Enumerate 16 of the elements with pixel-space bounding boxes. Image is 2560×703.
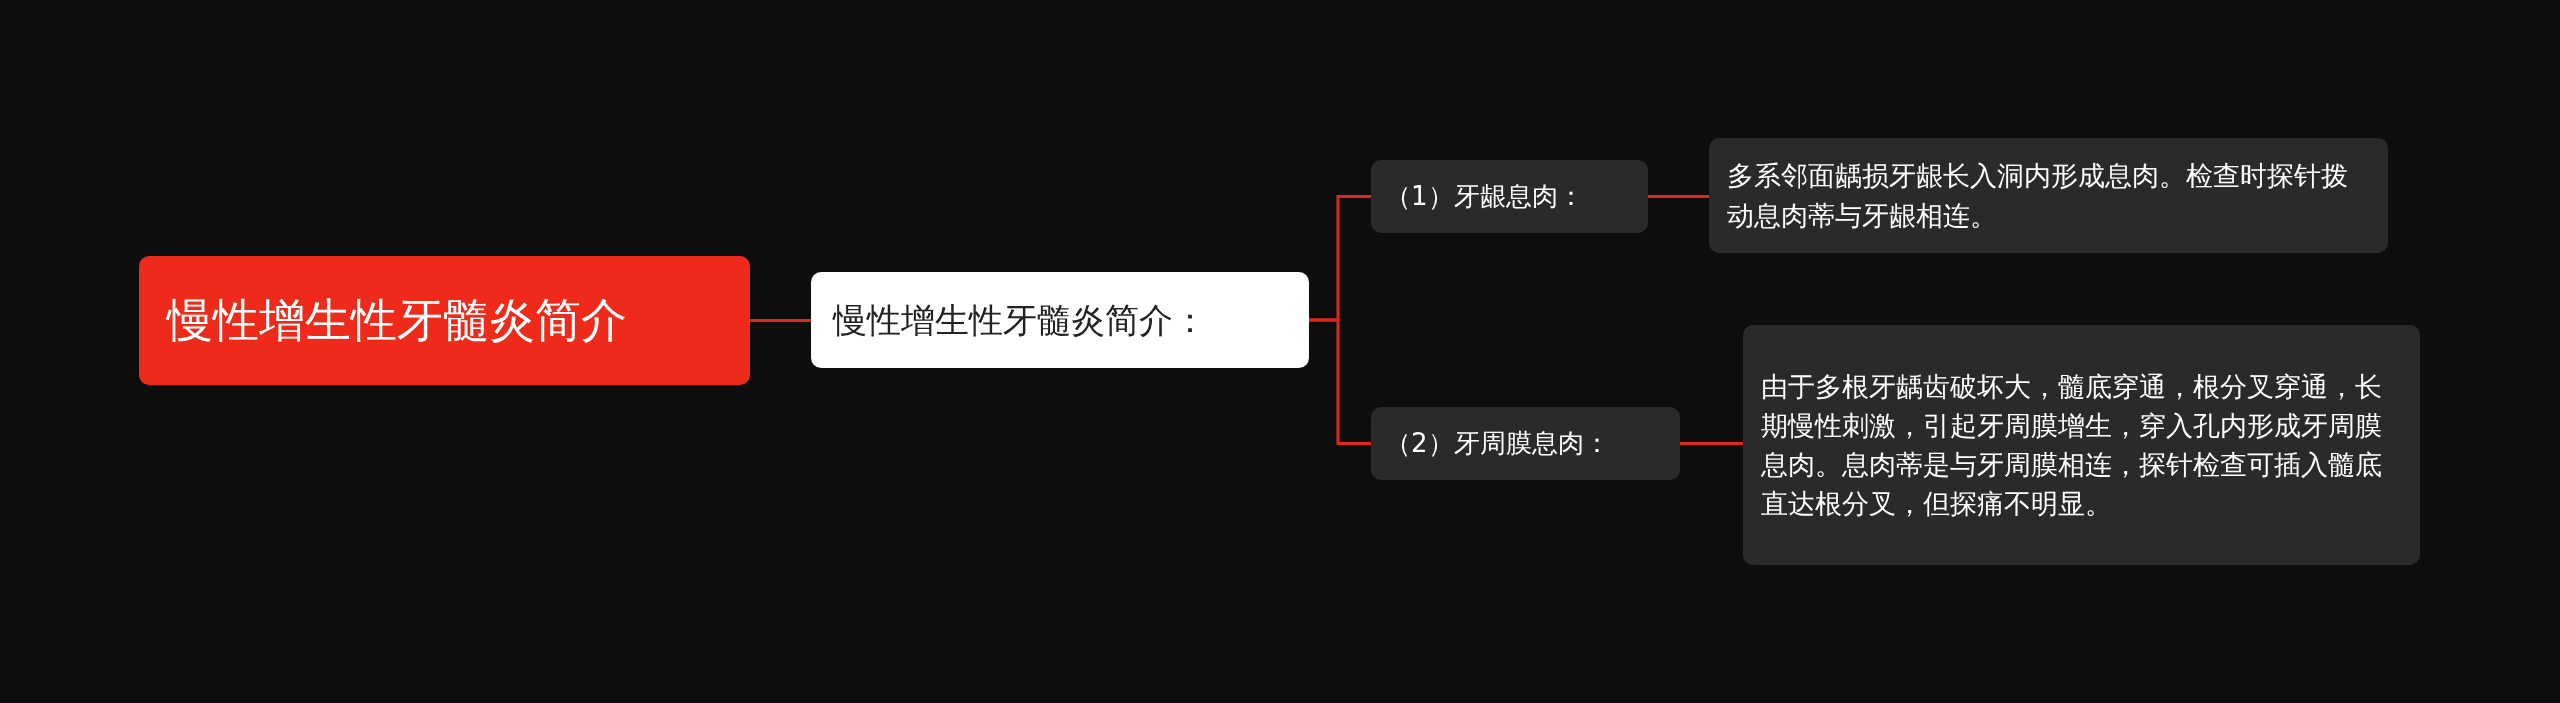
connector-line [750, 319, 811, 322]
node-text: 多系邻面龋损牙龈长入洞内形成息肉。检查时探针拨动息肉蒂与牙龈相连。 [1727, 159, 2349, 233]
node-text: （1）牙龈息肉： [1385, 179, 1584, 213]
node-text: （2）牙周膜息肉： [1385, 426, 1610, 460]
connector-line [1680, 442, 1743, 445]
root-topic-box [139, 256, 750, 385]
node-text: 由于多根牙龋齿破坏大，髓底穿通，根分叉穿通，长期慢性刺激，引起牙周膜增生，穿入孔内形成牙周膜息肉。息肉蒂是与牙周膜相连，探针检查可插入髓底直达根分叉，但探痛不明显。 [1761, 369, 2383, 522]
node-text: 慢性增生性牙髓炎简介 [167, 292, 627, 349]
node-text: 慢性增生性牙髓炎简介： [833, 299, 1207, 341]
subtopic-box [1371, 160, 1648, 233]
connector-line [1309, 318, 1371, 445]
note-box [1709, 138, 2388, 253]
topic-box [811, 272, 1309, 368]
connector-line [1648, 195, 1709, 198]
subtopic-box [1371, 407, 1680, 480]
note-box [1743, 325, 2420, 565]
